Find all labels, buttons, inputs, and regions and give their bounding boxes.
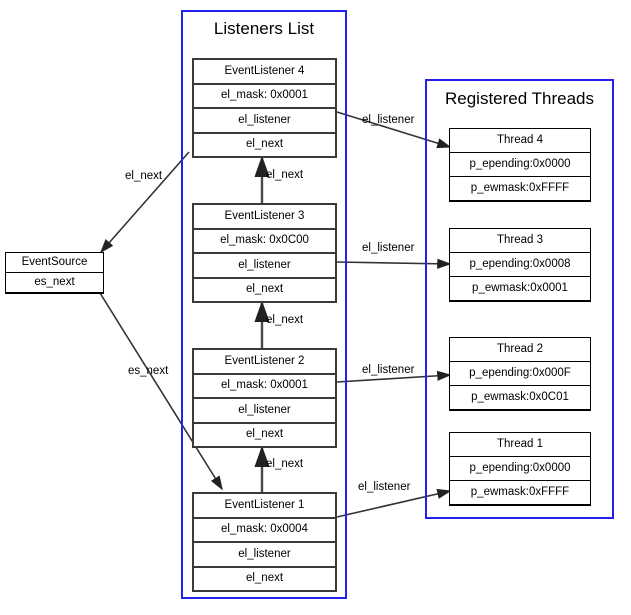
event-listener-3-el-next: el_next [194, 278, 335, 301]
event-listener-1-el-mask: el_mask: 0x0004 [194, 518, 335, 543]
thread-3-name: Thread 3 [450, 229, 590, 253]
record-thread-3[interactable]: Thread 3 p_epending:0x0008 p_ewmask:0x00… [449, 228, 591, 302]
record-event-source[interactable]: EventSource es_next [5, 252, 104, 294]
thread-4-p-ewmask: p_ewmask:0xFFFF [450, 177, 590, 201]
edge-label-l2-to-l3: el_next [266, 314, 304, 326]
edge-label-l3-to-t3: el_listener [362, 242, 415, 254]
event-listener-4-el-listener: el_listener [194, 109, 335, 134]
edge-label-l1-to-t1: el_listener [358, 481, 411, 493]
event-listener-2-name: EventListener 2 [194, 350, 335, 375]
group-listeners-list-title: Listeners List [213, 19, 315, 38]
event-listener-4-el-mask: el_mask: 0x0001 [194, 84, 335, 109]
edge-label-l3-to-l4: el_next [266, 169, 304, 181]
thread-1-p-epending: p_epending:0x0000 [450, 457, 590, 481]
event-source-field-es-next: es_next [6, 273, 103, 293]
edge-label-l1-to-l2: el_next [266, 458, 304, 470]
event-listener-2-el-mask: el_mask: 0x0001 [194, 374, 335, 399]
record-thread-1[interactable]: Thread 1 p_epending:0x0000 p_ewmask:0xFF… [449, 432, 591, 506]
edge-label-l2-to-t2: el_listener [362, 364, 415, 376]
record-event-listener-4[interactable]: EventListener 4 el_mask: 0x0001 el_liste… [192, 58, 337, 158]
thread-3-p-epending: p_epending:0x0008 [450, 253, 590, 277]
thread-1-name: Thread 1 [450, 433, 590, 457]
edge-label-l4-to-t4: el_listener [362, 114, 415, 126]
edge-l4-to-eventsource [99, 151, 190, 254]
event-source-name: EventSource [6, 253, 103, 273]
event-listener-2-el-listener: el_listener [194, 399, 335, 424]
edge-label-source-to-l1: es_next [128, 365, 169, 377]
thread-2-name: Thread 2 [450, 338, 590, 362]
event-listener-2-el-next: el_next [194, 423, 335, 446]
thread-3-p-ewmask: p_ewmask:0x0001 [450, 277, 590, 301]
edge-label-source-to-l4: el_next [125, 170, 163, 182]
thread-2-p-epending: p_epending:0x000F [450, 362, 590, 386]
thread-4-name: Thread 4 [450, 129, 590, 153]
record-event-listener-2[interactable]: EventListener 2 el_mask: 0x0001 el_liste… [192, 348, 337, 448]
event-listener-3-el-mask: el_mask: 0x0C00 [194, 229, 335, 254]
record-thread-4[interactable]: Thread 4 p_epending:0x0000 p_ewmask:0xFF… [449, 128, 591, 202]
event-listener-4-name: EventListener 4 [194, 60, 335, 85]
event-listener-1-el-listener: el_listener [194, 543, 335, 568]
record-event-listener-3[interactable]: EventListener 3 el_mask: 0x0C00 el_liste… [192, 203, 337, 303]
event-listener-4-el-next: el_next [194, 133, 335, 156]
event-listener-3-el-listener: el_listener [194, 254, 335, 279]
group-registered-threads-title: Registered Threads [445, 89, 594, 108]
group-listeners-list [181, 10, 347, 599]
record-event-listener-1[interactable]: EventListener 1 el_mask: 0x0004 el_liste… [192, 492, 337, 592]
group-registered-threads [425, 79, 614, 519]
thread-1-p-ewmask: p_ewmask:0xFFFF [450, 481, 590, 505]
thread-4-p-epending: p_epending:0x0000 [450, 153, 590, 177]
record-thread-2[interactable]: Thread 2 p_epending:0x000F p_ewmask:0x0C… [449, 337, 591, 411]
event-listener-3-name: EventListener 3 [194, 205, 335, 230]
event-listener-1-name: EventListener 1 [194, 494, 335, 519]
event-listener-1-el-next: el_next [194, 567, 335, 590]
thread-2-p-ewmask: p_ewmask:0x0C01 [450, 386, 590, 410]
